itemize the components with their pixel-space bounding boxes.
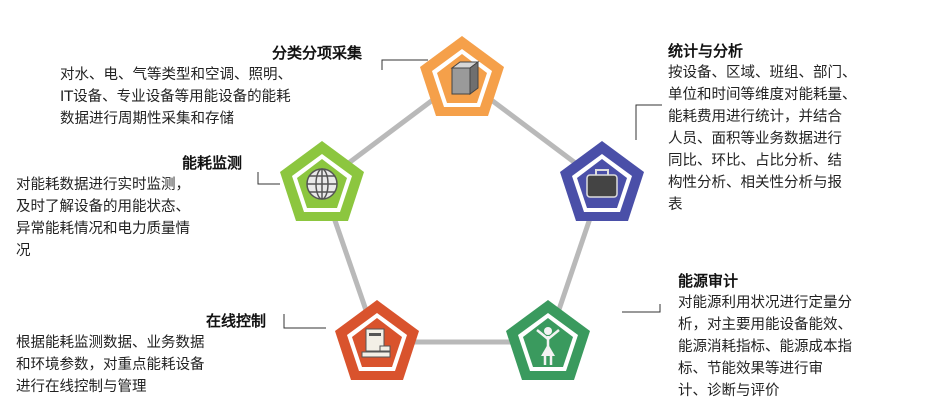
audit-title: 能源审计 [678, 272, 739, 290]
monitor-desc-line: 及时了解设备的用能状态、 [16, 199, 190, 215]
collect-desc-line: 数据进行周期性采集和存储 [60, 111, 234, 127]
stats-desc-line: 按设备、区域、班组、部门、 [668, 65, 857, 81]
audit-text-block: 能源审计 对能源利用状况进行定量分 析，对主要用能设备能效、 能源消耗指标、能源… [678, 270, 918, 402]
control-title: 在线控制 [205, 312, 266, 330]
control-desc-line: 进行在线控制与管理 [16, 379, 147, 395]
briefcase-icon [586, 169, 618, 198]
callout-monitor [257, 172, 280, 185]
monitor-desc-line: 对能耗数据进行实时监测， [16, 177, 190, 193]
audit-desc-line: 能源消耗指标、能源成本指 [678, 339, 852, 355]
stats-desc-line: 人员、面积等业务数据进行 [668, 131, 842, 147]
node-control [335, 300, 419, 380]
audit-desc-line: 计、诊断与评价 [678, 383, 780, 399]
stats-desc-line: 单位和时间等维度对能耗量、 [668, 87, 857, 103]
callout-stats [635, 104, 662, 140]
node-stats [560, 141, 644, 221]
control-desc-line: 根据能耗监测数据、业务数据 [16, 335, 205, 351]
audit-desc-line: 标、节能效果等进行审 [678, 361, 823, 377]
monitor-desc-line: 异常能耗情况和电力质量情 [16, 221, 190, 237]
monitor-title: 能耗监测 [181, 154, 242, 172]
collect-text-block: 分类分项采集 对水、电、气等类型和空调、照明、 IT设备、专业设备等用能设备的能… [60, 42, 380, 130]
node-collect [420, 36, 504, 116]
monitor-desc-line: 况 [16, 243, 31, 259]
person-icon [536, 327, 560, 365]
audit-desc-line: 析，对主要用能设备能效、 [678, 317, 852, 333]
stats-desc-line: 能耗费用进行统计，并结合 [668, 109, 842, 125]
node-audit [506, 300, 590, 380]
callout-control [283, 314, 326, 329]
callout-collect [381, 59, 428, 70]
stats-desc-line: 同比、环比、占比分析、结 [668, 153, 842, 169]
stats-desc-line: 表 [668, 197, 683, 213]
callout-audit [622, 304, 661, 313]
audit-desc-line: 对能源利用状况进行定量分 [678, 295, 852, 311]
control-text-block: 在线控制 根据能耗监测数据、业务数据 和环境参数，对重点能耗设备 进行在线控制与… [16, 310, 286, 398]
collect-desc-line: IT设备、专业设备等用能设备的能耗 [60, 89, 291, 105]
collect-title: 分类分项采集 [271, 44, 362, 62]
stats-title: 统计与分析 [668, 42, 744, 60]
node-monitor [280, 141, 364, 221]
monitor-text-block: 能耗监测 对能耗数据进行实时监测， 及时了解设备的用能状态、 异常能耗情况和电力… [16, 152, 256, 262]
stats-text-block: 统计与分析 按设备、区域、班组、部门、 单位和时间等维度对能耗量、 能耗费用进行… [668, 40, 918, 216]
globe-icon [306, 168, 338, 200]
computer-icon [361, 328, 391, 358]
stats-desc-line: 构性分析、相关性分析与报 [668, 175, 842, 191]
control-desc-line: 和环境参数，对重点能耗设备 [16, 357, 205, 373]
callout-lines [257, 59, 662, 329]
collect-desc-line: 对水、电、气等类型和空调、照明、 [60, 67, 292, 83]
cube-icon [450, 61, 480, 95]
